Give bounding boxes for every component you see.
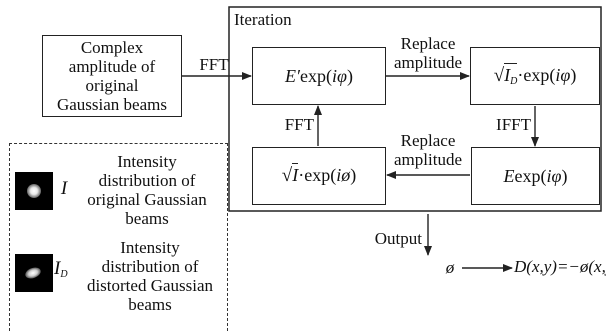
legend-text-2: Intensity distribution of distorted Gaus…: [76, 238, 224, 314]
phase-symbol: ø: [445, 258, 455, 277]
sqrt-i-dot: ·: [298, 165, 305, 185]
e-prime-close: ): [346, 65, 353, 86]
e-prime-symbol: E′: [285, 65, 300, 86]
replace-bottom-line1: Replace: [400, 131, 456, 150]
e-prime-var: iφ: [331, 65, 347, 86]
e-symbol: E: [503, 165, 515, 186]
sqrt-i-func: exp(: [304, 165, 337, 185]
input-line-3: original: [85, 76, 139, 95]
sqrt-i-radical: √: [281, 165, 293, 186]
legend: [9, 143, 228, 331]
legend-1-line3: original Gaussian: [87, 190, 207, 210]
legend-2-symbol: I: [54, 258, 61, 279]
replace-bottom-label: Replace amplitude: [386, 131, 470, 169]
legend-thumb-distorted: [15, 254, 53, 292]
output-label: Output: [374, 229, 422, 248]
node-e-prime: E′exp(iφ): [252, 47, 386, 105]
sqrt-id-symbol: I: [504, 65, 511, 85]
legend-2-line1: Intensity: [120, 238, 180, 257]
input-line-2: amplitude of: [68, 56, 156, 76]
node-sqrt-i: √I·exp(iø): [252, 147, 386, 205]
e-func: exp(: [514, 165, 547, 186]
sqrt-id-var: iφ: [555, 65, 571, 85]
legend-symbol-1: I: [60, 178, 68, 199]
sqrt-id-close: ): [570, 65, 577, 85]
legend-2-line2: distribution of: [101, 257, 199, 277]
input-line-1: Complex: [80, 37, 144, 57]
result-formula: D(x,y)=−ø(x,y): [514, 257, 606, 276]
sqrt-i-var: iø: [336, 165, 351, 185]
sqrt-id-sub: D: [510, 76, 518, 87]
distorted-spot: [23, 265, 43, 281]
replace-top-label: Replace amplitude: [386, 34, 470, 72]
legend-thumb-original: [15, 172, 53, 210]
iteration-label: Iteration: [234, 10, 292, 29]
fft-label: FFT: [199, 55, 229, 74]
legend-2-sub: D: [60, 269, 68, 280]
fft-loop-label: FFT: [284, 115, 314, 134]
node-e: Eexp(iφ): [471, 147, 600, 205]
gaussian-spot: [27, 184, 41, 198]
legend-1-line4: beams: [125, 209, 169, 229]
e-close: ): [561, 165, 568, 186]
legend-1-line1: Intensity: [117, 152, 177, 171]
legend-text-1: Intensity distribution of original Gauss…: [72, 152, 222, 228]
replace-top-line2: amplitude: [394, 53, 462, 73]
input-box: Complex amplitude of original Gaussian b…: [42, 35, 182, 117]
sqrt-id-dot: ·: [517, 65, 524, 85]
legend-symbol-2: ID: [54, 258, 78, 280]
legend-2-line3: distorted Gaussian: [86, 276, 214, 296]
legend-2-line4: beams: [128, 295, 172, 315]
sqrt-id-radical: √: [493, 65, 505, 86]
e-prime-func: exp(: [299, 65, 332, 86]
sqrt-i-close: ): [350, 165, 357, 185]
legend-1-line2: distribution of: [98, 171, 196, 191]
ifft-label: IFFT: [496, 115, 531, 134]
sqrt-i-symbol: I: [292, 165, 299, 185]
replace-top-line1: Replace: [400, 34, 456, 53]
sqrt-id-func: exp(: [523, 65, 556, 85]
input-line-4: Gaussian beams: [56, 95, 167, 115]
e-var: iφ: [546, 165, 562, 186]
node-sqrt-id: √ID·exp(iφ): [470, 47, 600, 105]
iteration-frame: [228, 6, 602, 212]
replace-bottom-line2: amplitude: [394, 150, 462, 170]
